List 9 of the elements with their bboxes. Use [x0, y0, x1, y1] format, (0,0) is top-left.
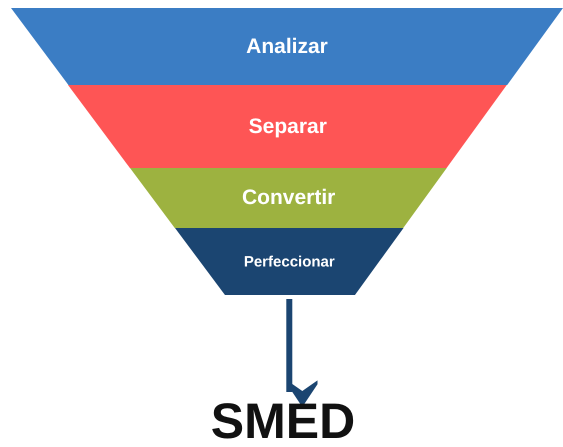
- stage-label: Separar: [248, 114, 327, 138]
- stage-label: Analizar: [246, 34, 328, 58]
- funnel-band: [11, 8, 563, 85]
- result-label: SMED: [210, 392, 356, 447]
- stage-label: Perfeccionar: [244, 253, 335, 270]
- funnel-band: [175, 228, 404, 295]
- stage-label: Convertir: [242, 186, 336, 210]
- funnel-band: [130, 168, 448, 228]
- funnel-band: [68, 85, 508, 168]
